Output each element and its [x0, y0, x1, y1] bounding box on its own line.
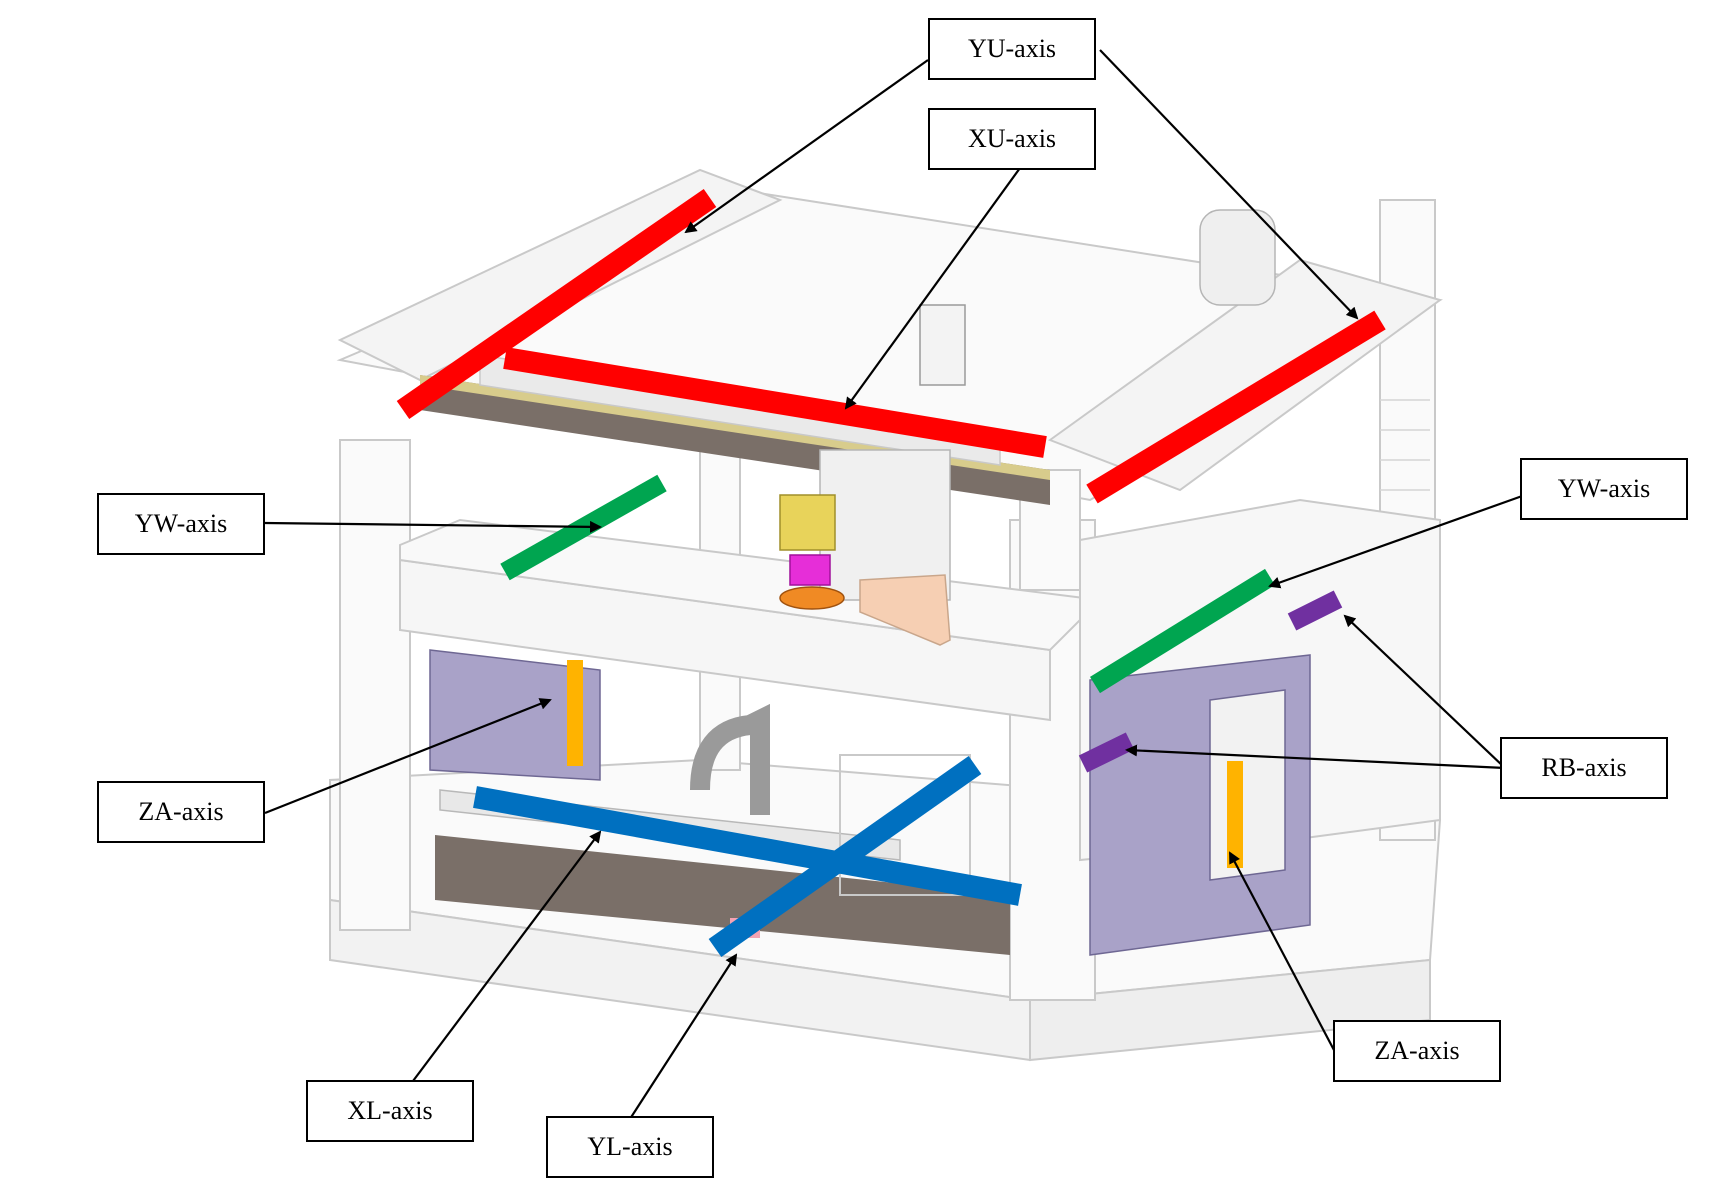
rb-axis-bar-lower — [1078, 732, 1135, 773]
xl-axis-bar — [473, 786, 1022, 906]
arrow-yu-left — [684, 59, 929, 234]
cable-reel — [1199, 209, 1276, 306]
label-za-axis-right: ZA-axis — [1333, 1020, 1501, 1082]
yw-axis-bar-right — [1090, 568, 1275, 694]
xu-axis-bar — [503, 347, 1047, 458]
arrow-yw-right — [1268, 493, 1526, 589]
arrow-za-right — [1229, 851, 1336, 1053]
tool-orange-base — [779, 586, 845, 610]
arrow-yu-right — [1099, 49, 1359, 320]
label-yw-axis-right: YW-axis — [1520, 458, 1688, 520]
arrow-rb-upper — [1343, 614, 1506, 769]
label-xl-axis: XL-axis — [306, 1080, 474, 1142]
lower-rail-dark — [435, 835, 1010, 955]
lower-gantry — [429, 649, 1311, 956]
axis-bars — [396, 188, 1386, 957]
label-yw-axis-left: YW-axis — [97, 493, 265, 555]
arrow-rb-lower — [1125, 744, 1506, 770]
label-rb-axis: RB-axis — [1500, 737, 1668, 799]
upper-motor-box — [919, 304, 966, 386]
arrow-xu — [844, 167, 1021, 410]
cable-chain — [690, 703, 770, 815]
arrow-za-left — [264, 698, 552, 815]
rb-axis-bar-upper — [1287, 590, 1343, 631]
yu-axis-bar-right — [1086, 310, 1386, 504]
front-left-column — [339, 439, 411, 931]
upper-carriage-plate — [819, 449, 951, 601]
tool-yellow — [779, 494, 836, 551]
arrow-xl — [409, 830, 602, 1086]
yl-axis-bar — [708, 756, 982, 957]
lower-frame-window — [839, 754, 971, 896]
leader-arrows — [264, 49, 1526, 1123]
peach-bracket — [859, 574, 951, 646]
arrow-yl — [627, 953, 738, 1123]
arrow-yw-left — [264, 520, 602, 533]
label-yl-axis: YL-axis — [546, 1116, 714, 1178]
label-yu-axis: YU-axis — [928, 18, 1096, 80]
tool-magenta — [789, 554, 831, 586]
label-xu-axis: XU-axis — [928, 108, 1096, 170]
label-za-axis-left: ZA-axis — [97, 781, 265, 843]
right-plate-window — [1209, 689, 1286, 881]
yu-axis-bar-left — [396, 188, 717, 420]
